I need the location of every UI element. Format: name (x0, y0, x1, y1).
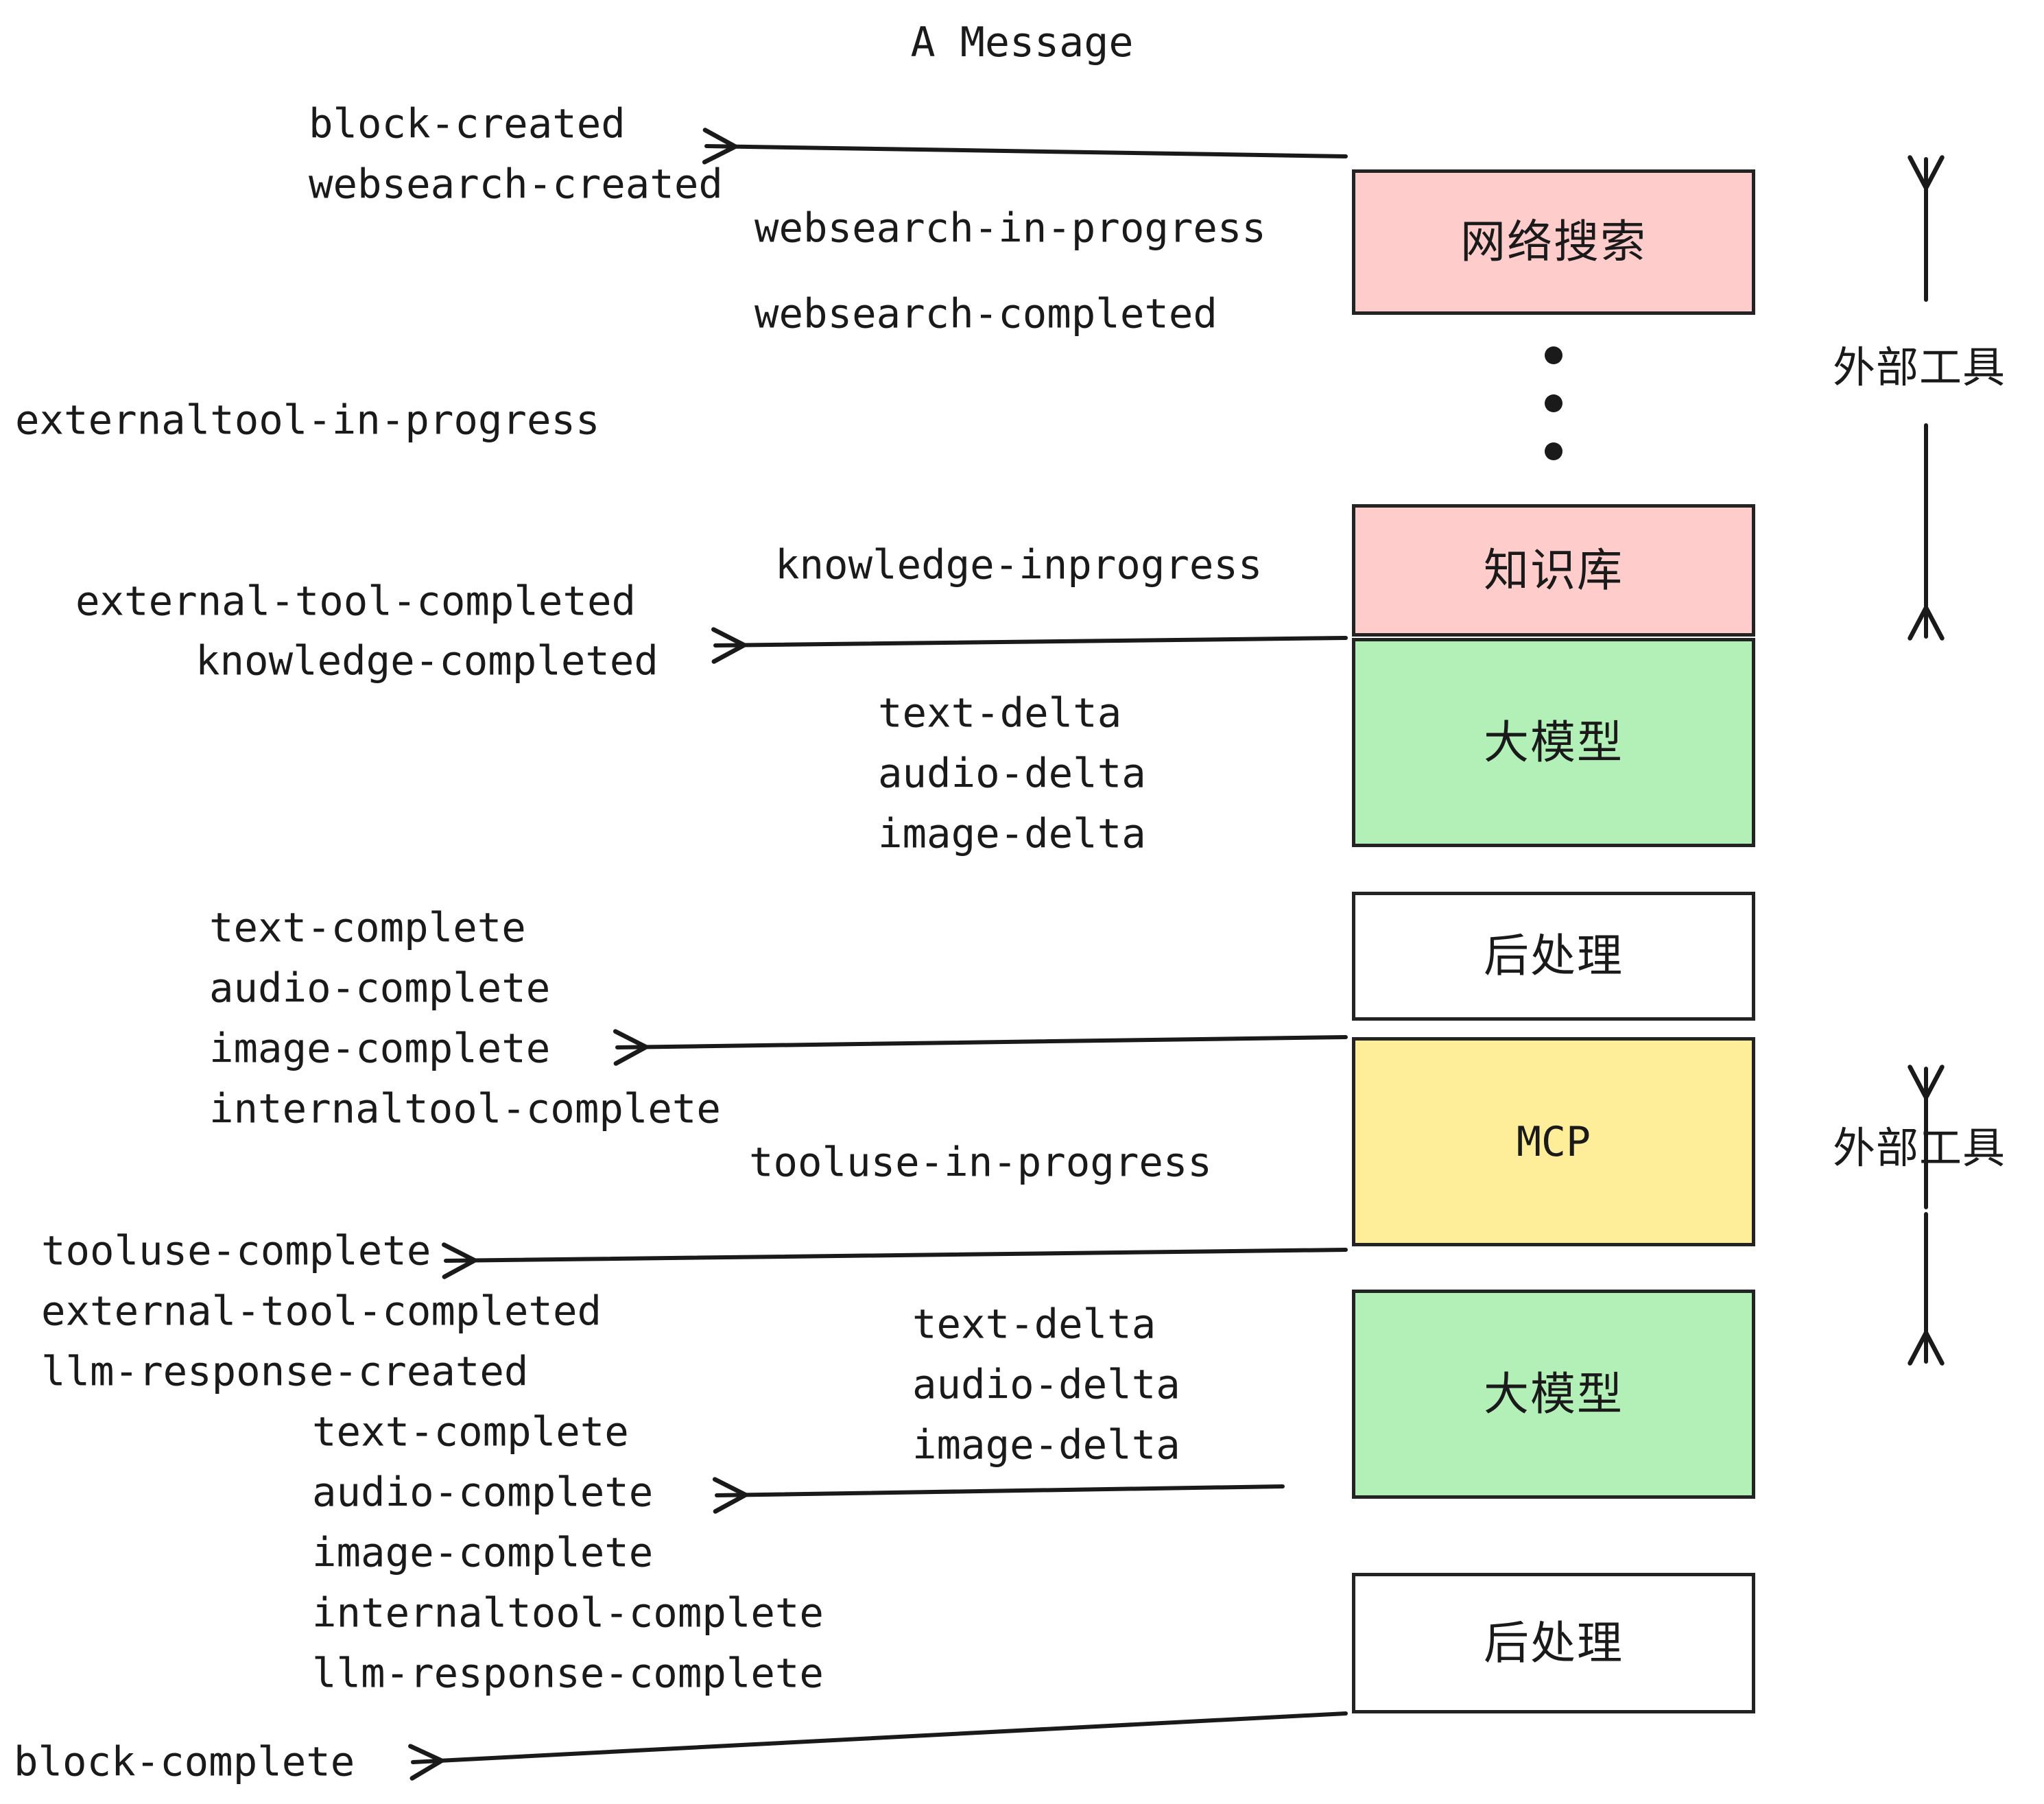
box-label-llm-1: 大模型 (1484, 715, 1624, 769)
event-label-text-complete-1: text-complete (209, 903, 526, 951)
arrow-block-created (702, 128, 1348, 165)
box-websearch: 网络搜索 (1352, 169, 1755, 315)
event-label-externaltool-in-progress: externaltool-in-progress (15, 396, 600, 444)
event-label-audio-complete-1: audio-complete (209, 964, 551, 1012)
event-label-audio-complete-2: audio-complete (312, 1468, 654, 1516)
arrow-block-complete (408, 1711, 1348, 1781)
event-label-block-complete: block-complete (14, 1737, 355, 1785)
event-label-websearch-in-progress: websearch-in-progress (754, 204, 1266, 252)
ellipsis-dot-3 (1545, 442, 1562, 460)
event-label-audio-delta-2: audio-delta (912, 1360, 1180, 1408)
arrow-knowledge-completed (711, 627, 1348, 664)
arrow-audio-complete (712, 1477, 1285, 1514)
event-label-block-created: block-created (309, 99, 626, 147)
box-postprocess-2: 后处理 (1352, 1573, 1755, 1713)
event-label-text-delta-2: text-delta (912, 1300, 1156, 1348)
event-label-text-complete-2: text-complete (312, 1408, 629, 1456)
box-postprocess-1: 后处理 (1352, 892, 1755, 1021)
arrow-image-complete (613, 1029, 1348, 1066)
event-label-image-delta-2: image-delta (912, 1421, 1180, 1469)
box-label-llm-2: 大模型 (1484, 1367, 1624, 1421)
event-label-internaltool-complete-1: internaltool-complete (209, 1084, 721, 1132)
event-label-audio-delta-1: audio-delta (878, 749, 1146, 797)
event-label-knowledge-inprogress: knowledge-inprogress (775, 541, 1263, 589)
event-label-tooluse-complete: tooluse-complete (41, 1226, 431, 1274)
box-label-mcp: MCP (1516, 1117, 1591, 1166)
event-label-external-tool-completed-1: external-tool-completed (75, 577, 636, 625)
ellipsis-dot-2 (1545, 394, 1562, 412)
event-label-image-delta-1: image-delta (878, 809, 1146, 857)
page-title: A Message (910, 19, 1134, 67)
box-label-websearch: 网络搜索 (1460, 215, 1647, 268)
event-label-llm-response-created: llm-response-created (41, 1347, 529, 1395)
event-label-websearch-created: websearch-created (309, 160, 723, 208)
box-llm-1: 大模型 (1352, 638, 1755, 847)
event-label-text-delta-1: text-delta (878, 689, 1122, 737)
event-label-external-tool-completed-2: external-tool-completed (41, 1287, 602, 1335)
box-label-postprocess-2: 后处理 (1484, 1616, 1624, 1670)
event-label-image-complete-2: image-complete (312, 1528, 654, 1576)
group-label-external-tools-bottom: 外部工具 (1833, 1123, 2006, 1173)
box-label-postprocess-1: 后处理 (1484, 929, 1624, 982)
box-mcp: MCP (1352, 1037, 1755, 1246)
ellipsis-dot-1 (1545, 346, 1562, 364)
arrow-tooluse-complete (442, 1242, 1348, 1279)
event-label-tooluse-in-progress: tooluse-in-progress (749, 1138, 1212, 1186)
event-label-llm-response-complete: llm-response-complete (312, 1649, 824, 1697)
event-label-internaltool-complete-2: internaltool-complete (312, 1589, 824, 1637)
box-knowledge: 知识库 (1352, 504, 1755, 637)
event-label-image-complete-1: image-complete (209, 1024, 551, 1072)
group-label-external-tools-top: 外部工具 (1833, 342, 2006, 392)
event-label-knowledge-completed: knowledge-completed (195, 637, 658, 685)
box-llm-2: 大模型 (1352, 1290, 1755, 1499)
event-label-websearch-completed: websearch-completed (754, 289, 1217, 337)
box-label-knowledge: 知识库 (1484, 543, 1624, 597)
